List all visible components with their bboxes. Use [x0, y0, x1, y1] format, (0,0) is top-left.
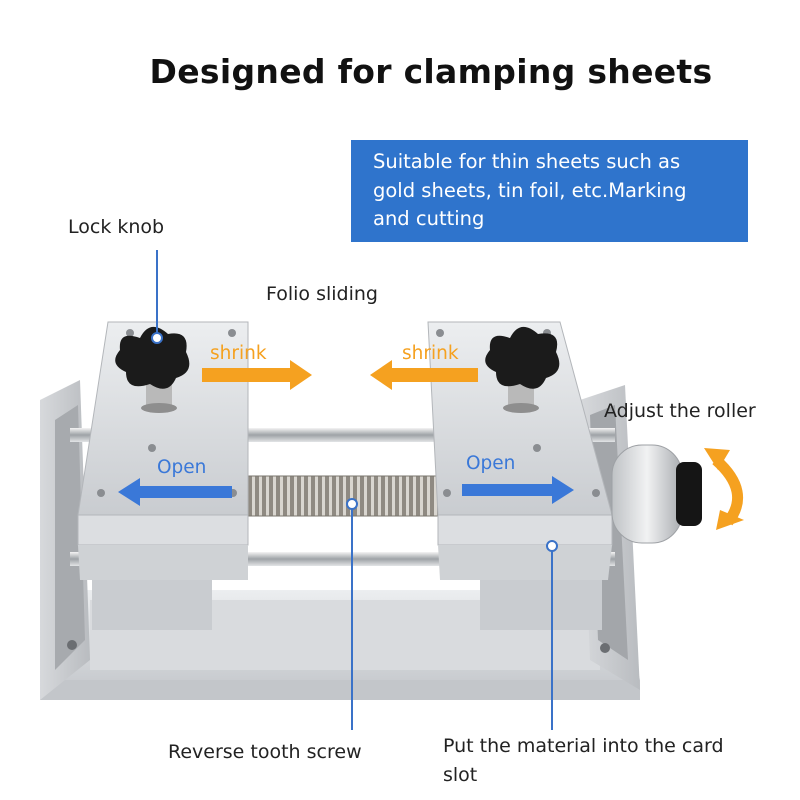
- leader-lines: [151, 250, 558, 730]
- card-slot-label-line-2: slot: [443, 764, 478, 786]
- lock-knob-label: Lock knob: [68, 216, 165, 238]
- info-box-line-3: and cutting: [373, 207, 485, 230]
- right-jaw: [427, 321, 613, 630]
- shrink-arrow-left-icon: [202, 360, 312, 390]
- shrink-arrow-right-icon: [370, 360, 478, 390]
- open-label-left: Open: [157, 457, 207, 478]
- left-lock-knob: [115, 326, 190, 413]
- page-title: Designed for clamping sheets: [149, 52, 713, 91]
- open-label-right: Open: [466, 453, 516, 474]
- card-slot-label-line-1: Put the material into the card: [443, 735, 724, 757]
- info-box-line-2: gold sheets, tin foil, etc.Marking: [373, 178, 687, 202]
- reverse-screw-label: Reverse tooth screw: [168, 741, 362, 763]
- rotate-arrow-icon: [704, 448, 744, 530]
- info-box-line-1: Suitable for thin sheets such as: [373, 150, 681, 173]
- shrink-label-left: shrink: [210, 343, 267, 364]
- folio-sliding-label: Folio sliding: [266, 283, 378, 305]
- info-box: Suitable for thin sheets such as gold sh…: [351, 140, 748, 242]
- open-arrow-right-icon: [462, 476, 574, 504]
- left-rail: [40, 380, 90, 700]
- adjust-roller: [611, 444, 702, 544]
- right-lock-knob: [485, 326, 560, 413]
- adjust-roller-label: Adjust the roller: [604, 400, 756, 422]
- reverse-tooth-screw: [234, 475, 446, 517]
- shrink-label-right: shrink: [402, 343, 459, 364]
- open-arrow-left-icon: [118, 478, 232, 506]
